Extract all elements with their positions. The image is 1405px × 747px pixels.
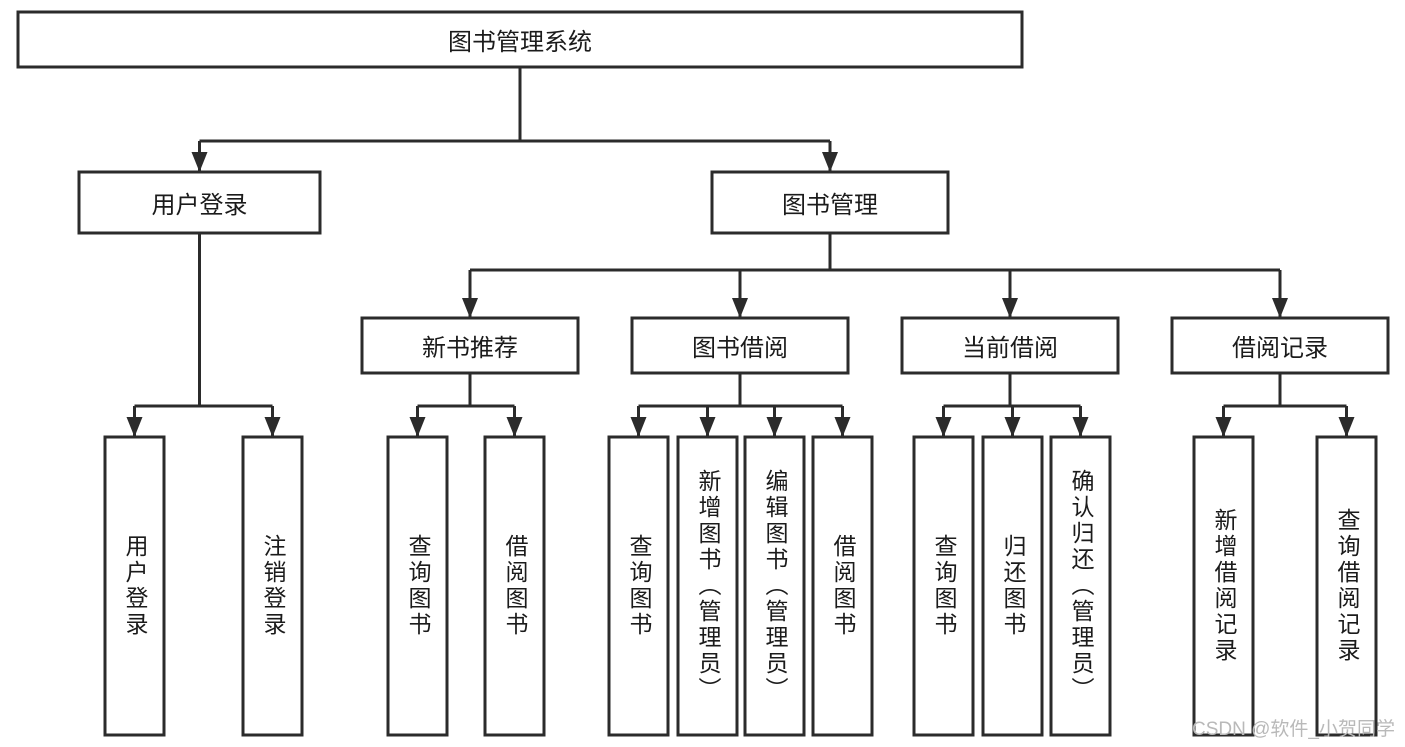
node-box-l3-0-1[interactable] <box>241 435 304 737</box>
node-box-l4-1-1-3[interactable] <box>811 435 874 737</box>
node-box-l4-1-0-1[interactable] <box>483 435 546 737</box>
node-box-root[interactable] <box>16 10 1024 69</box>
node-box-l4-1-1-1[interactable] <box>676 435 739 737</box>
arrow-head-l3-1-2-1 <box>1004 417 1021 437</box>
arrow-head-l2-1-3 <box>1272 298 1288 318</box>
arrow-head-l3-1-0-1 <box>506 417 523 437</box>
arrow-head-l3-1-0-0 <box>409 417 426 437</box>
arrow-head-l2-0-0 <box>126 417 143 437</box>
node-box-l4-1-0-0[interactable] <box>386 435 449 737</box>
arrow-head-l2-1-1 <box>732 298 748 318</box>
node-box-l4-1-2-1[interactable] <box>981 435 1044 737</box>
watermark-text: CSDN @软件_小贺同学 <box>1192 719 1395 740</box>
node-box-l4-1-1-0[interactable] <box>607 435 670 737</box>
arrow-head-root-1 <box>822 152 838 172</box>
arrow-head-l2-1-0 <box>462 298 478 318</box>
arrow-head-l2-0-1 <box>264 417 281 437</box>
node-box-l3-1-1[interactable] <box>630 316 850 375</box>
node-box-l4-1-1-2[interactable] <box>743 435 806 737</box>
arrow-head-l2-1-2 <box>1002 298 1018 318</box>
node-box-l4-1-3-1[interactable] <box>1315 435 1378 737</box>
node-box-l3-1-2[interactable] <box>900 316 1120 375</box>
arrow-head-l3-1-1-3 <box>834 417 851 437</box>
arrow-head-l3-1-3-1 <box>1338 417 1355 437</box>
arrow-head-l3-1-1-1 <box>699 417 716 437</box>
node-box-l3-1-0[interactable] <box>360 316 580 375</box>
arrow-head-l3-1-1-2 <box>766 417 783 437</box>
arrow-head-root-0 <box>191 152 208 172</box>
node-box-l4-1-3-0[interactable] <box>1192 435 1255 737</box>
node-box-l4-1-2-0[interactable] <box>912 435 975 737</box>
node-box-l3-1-3[interactable] <box>1170 316 1390 375</box>
node-box-l2-0[interactable] <box>77 170 322 235</box>
node-box-l4-1-2-2[interactable] <box>1049 435 1112 737</box>
arrow-head-l3-1-1-0 <box>630 417 647 437</box>
arrow-head-l3-1-2-2 <box>1072 417 1089 437</box>
arrow-head-l3-1-2-0 <box>935 417 952 437</box>
arrow-head-l3-1-3-0 <box>1215 417 1232 437</box>
node-box-l2-1[interactable] <box>710 170 950 235</box>
node-box-l3-0-0[interactable] <box>103 435 166 737</box>
